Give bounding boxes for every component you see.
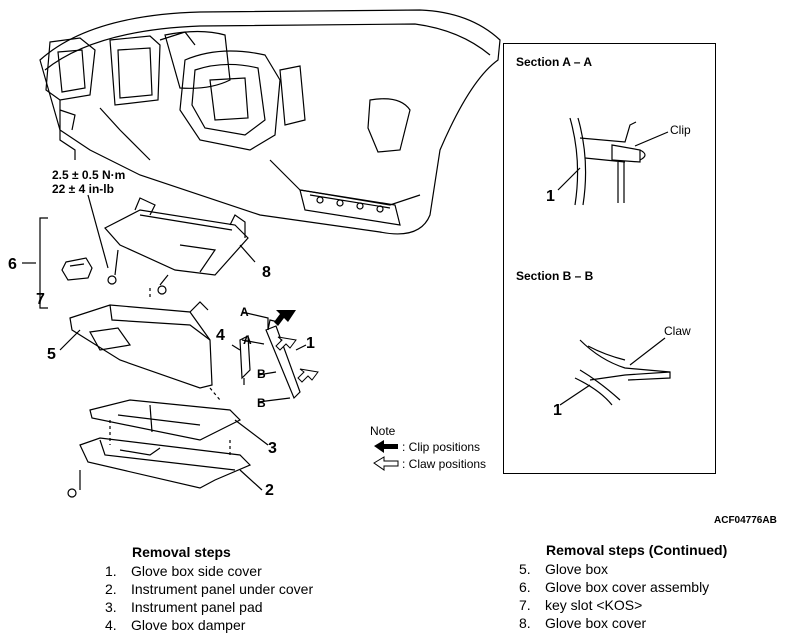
section-bb-claw-label: Claw <box>664 324 691 338</box>
note-claw-arrow-icon <box>373 456 399 471</box>
removal-step: 3.Instrument panel pad <box>105 599 263 615</box>
section-letter-b-top: B <box>257 367 266 381</box>
section-aa-title: Section A – A <box>516 55 593 69</box>
removal-steps: Removal steps 1.Glove box side cover 2.I… <box>105 544 313 634</box>
section-aa-clip-label: Clip <box>670 123 691 137</box>
removal-step: 5.Glove box <box>519 561 609 577</box>
removal-step: 2.Instrument panel under cover <box>105 581 314 597</box>
removal-steps-continued: Removal steps (Continued) 5.Glove box 6.… <box>519 542 727 632</box>
callout-2: 2 <box>265 482 274 499</box>
clip-arrow-icon <box>274 310 296 326</box>
glove-box-side-cover-drawing <box>265 319 301 400</box>
figure-id: ACF04776AB <box>714 515 777 526</box>
removal-steps-continued-title: Removal steps (Continued) <box>546 542 728 558</box>
section-bb-drawing <box>559 337 671 406</box>
callout-8: 8 <box>262 264 271 281</box>
callout-1: 1 <box>306 335 315 352</box>
callout-6: 6 <box>8 256 17 273</box>
glove-box-cover-drawing <box>104 197 249 295</box>
callout-4: 4 <box>216 327 225 344</box>
callout-3: 3 <box>268 440 277 457</box>
section-letter-a-top: A <box>240 305 249 319</box>
torque-metric: 2.5 ± 0.5 N·m <box>52 168 126 182</box>
removal-step: 7.key slot <KOS> <box>519 597 643 613</box>
section-letter-a-bottom: A <box>243 333 252 347</box>
claw-arrow-icon <box>297 368 319 383</box>
removal-steps-title: Removal steps <box>132 544 231 560</box>
instrument-panel-pad-drawing <box>89 399 242 441</box>
callout-7: 7 <box>36 291 45 308</box>
key-slot-drawing <box>61 257 93 281</box>
callout-5: 5 <box>47 346 56 363</box>
section-bb-part-label: 1 <box>553 402 562 419</box>
removal-step: 1.Glove box side cover <box>105 563 262 579</box>
torque-imperial: 22 ± 4 in-lb <box>52 182 114 196</box>
section-detail-box <box>503 43 716 474</box>
section-aa-part-label: 1 <box>546 188 555 205</box>
instrument-panel-drawing <box>39 9 501 235</box>
note-claw-text: : Claw positions <box>402 457 487 471</box>
note-title: Note <box>370 424 396 438</box>
torque-spec: 2.5 ± 0.5 N·m 22 ± 4 in-lb <box>52 168 125 196</box>
removal-step: 4.Glove box damper <box>105 617 246 633</box>
instrument-panel-under-cover-drawing <box>67 437 252 498</box>
section-letter-b-bottom: B <box>257 396 266 410</box>
removal-step: 8.Glove box cover <box>519 615 647 631</box>
claw-arrow-icon <box>275 336 297 351</box>
glove-box-drawing <box>69 301 213 389</box>
assembly-bracket <box>39 217 48 309</box>
removal-step: 6.Glove box cover assembly <box>519 579 710 595</box>
glove-box-damper-drawing <box>239 335 251 385</box>
section-bb-title: Section B – B <box>516 269 594 283</box>
note-clip-text: : Clip positions <box>402 440 481 454</box>
section-aa-drawing <box>557 117 669 206</box>
note-clip-arrow-icon <box>374 440 398 453</box>
